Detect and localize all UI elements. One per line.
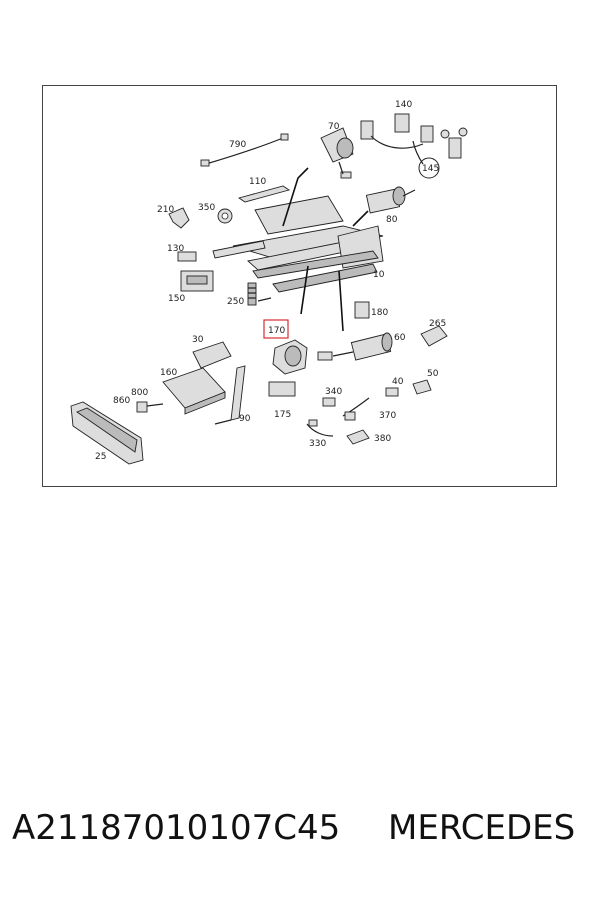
callout-label: 340 [325, 387, 342, 397]
part-150-connector [180, 270, 214, 292]
callout-label: 10 [373, 270, 385, 280]
part-330-cable [306, 419, 334, 437]
part-160-control-unit [162, 367, 226, 415]
part-800-bracket [136, 401, 164, 413]
callout-label: 250 [227, 297, 244, 307]
part-145-pin [412, 140, 440, 179]
part-170-motor [272, 339, 308, 375]
part-110-bracket [237, 185, 291, 203]
part-175-cover [268, 381, 296, 397]
exploded-parts-diagram: 790 70 140 145 110 210 350 80 130 150 25… [70, 100, 468, 465]
callout-label: 140 [395, 100, 412, 110]
callout-label: 90 [239, 414, 251, 424]
callout-label: 110 [249, 177, 266, 187]
callout-label: 30 [192, 335, 204, 345]
highlight-box-170 [263, 319, 289, 339]
part-340-clip [322, 397, 336, 407]
callout-label: 25 [95, 452, 106, 462]
part-90-bracket [214, 365, 246, 425]
callout-label: 50 [427, 369, 439, 379]
callout-label: 265 [429, 319, 446, 329]
part-25-rail [70, 401, 144, 465]
diagram-frame: 790 70 140 145 110 210 350 80 130 150 25… [42, 85, 557, 487]
callout-label: 210 [157, 205, 174, 215]
callout-label: 370 [379, 411, 396, 421]
callout-labels: 790 70 140 145 110 210 350 80 130 150 25… [95, 100, 446, 462]
part-50-clip [412, 379, 432, 395]
part-140-brackets [360, 113, 468, 159]
callout-label: 180 [371, 308, 388, 318]
callout-label: 80 [386, 215, 398, 225]
callout-label: 380 [374, 434, 391, 444]
caption: A21187010107C45 MERCEDES [0, 808, 600, 858]
part-30-bracket [192, 341, 232, 369]
brand-name: MERCEDES [388, 808, 576, 848]
part-370-cable [342, 397, 370, 421]
callout-label: 175 [274, 410, 291, 420]
callout-label: 330 [309, 439, 326, 449]
part-265-bracket [420, 325, 448, 347]
part-350-bushing [217, 208, 233, 224]
part-60-motor [317, 332, 393, 361]
part-number: A21187010107C45 [12, 808, 341, 848]
part-40-clip [385, 387, 399, 397]
part-380-bracket [346, 429, 370, 445]
part-80-motor [365, 186, 416, 214]
callout-label: 150 [168, 294, 185, 304]
callout-label: 60 [394, 333, 406, 343]
part-180-switch [354, 301, 370, 319]
callout-label: 130 [167, 244, 184, 254]
part-130-block [177, 251, 197, 262]
part-210-clip [168, 207, 190, 229]
callout-label: 170 [268, 326, 285, 336]
callout-label: 160 [160, 368, 177, 378]
callout-label: 350 [198, 203, 215, 213]
callout-label: 860 [113, 396, 130, 406]
part-70-motor [320, 127, 354, 179]
callout-label: 800 [131, 388, 148, 398]
seat-frame-assembly [212, 195, 384, 293]
part-790-cable [200, 133, 289, 167]
callout-label: 790 [229, 140, 246, 150]
part-250-spring [247, 282, 272, 306]
callout-label: 145 [422, 164, 439, 174]
callout-label: 70 [328, 122, 340, 132]
callout-label: 40 [392, 377, 404, 387]
